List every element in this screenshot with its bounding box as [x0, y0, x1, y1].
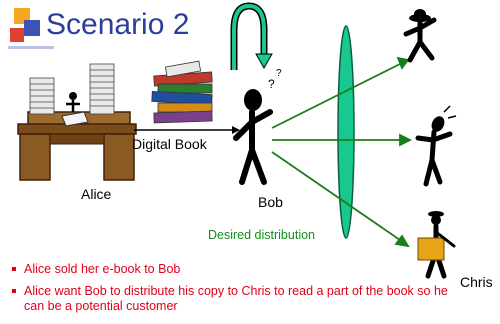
chris-label: Chris — [460, 274, 493, 290]
bullet-text: Alice want Bob to distribute his copy to… — [24, 284, 448, 313]
stick-figure-icon — [417, 211, 456, 279]
title-decoration — [8, 8, 54, 49]
bullet-text: Alice sold her e-book to Bob — [24, 262, 181, 276]
digital-book-label: Digital Book — [132, 136, 207, 152]
svg-text:?: ? — [276, 68, 282, 79]
bullet-marker — [12, 289, 16, 293]
arrow-to-bob — [134, 126, 240, 134]
bullet-item: Alice want Bob to distribute his copy to… — [12, 284, 452, 314]
bullet-item: Alice sold her e-book to Bob — [12, 262, 452, 277]
books-icon — [151, 60, 213, 124]
stick-figure-icon — [415, 105, 457, 187]
stick-figure-icon: ? ? — [233, 68, 282, 185]
stick-figure-icon — [403, 9, 437, 63]
bullet-marker — [12, 267, 16, 271]
desk-icon — [17, 63, 137, 181]
u-arrow-icon — [230, 2, 273, 70]
desired-distribution-label: Desired distribution — [208, 228, 315, 242]
bullet-list: Alice sold her e-book to Bob Alice want … — [12, 262, 452, 321]
slide-title: Scenario 2 — [46, 8, 190, 41]
lens-icon — [337, 25, 355, 239]
distribution-arrows — [271, 56, 413, 248]
alice-label: Alice — [81, 186, 112, 202]
bob-label: Bob — [258, 194, 283, 210]
svg-text:?: ? — [268, 77, 275, 91]
